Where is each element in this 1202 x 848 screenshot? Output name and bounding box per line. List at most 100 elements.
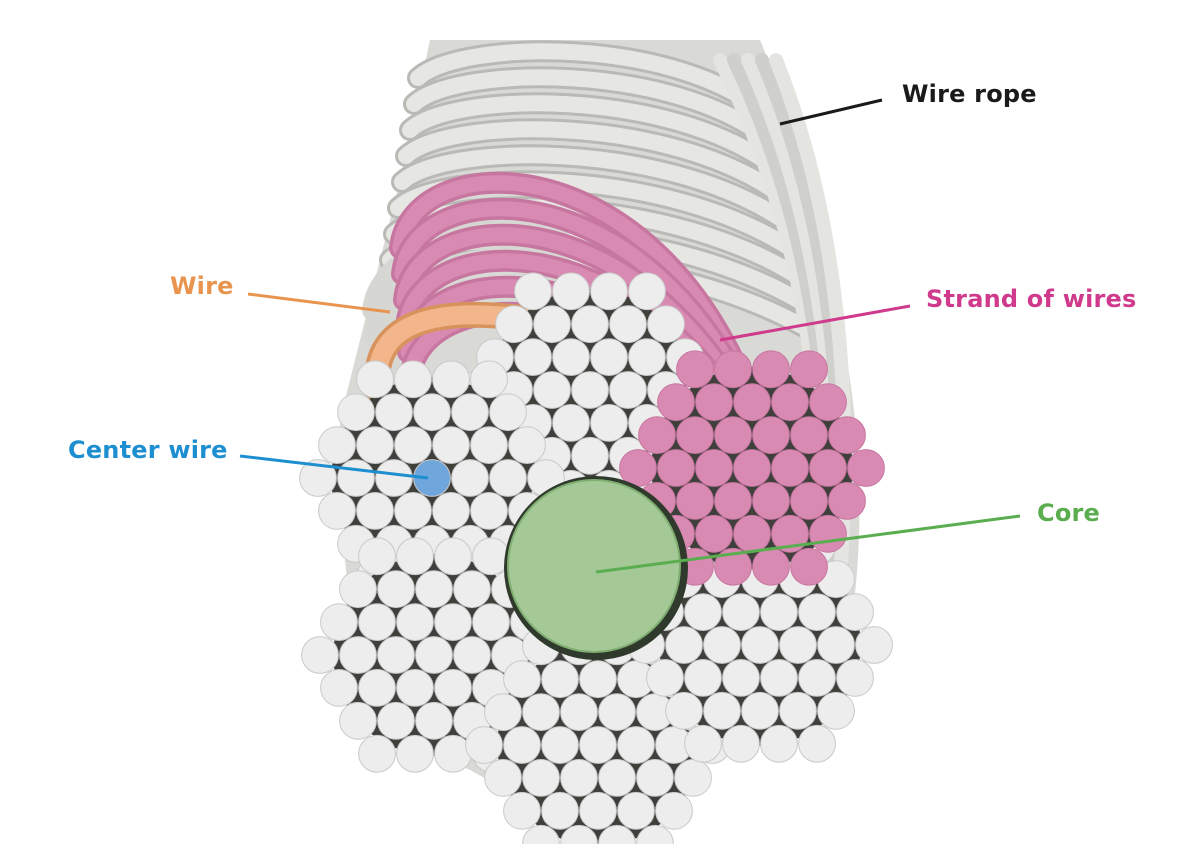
strand-wire-end: [798, 724, 836, 763]
strand-wire-end: [628, 338, 666, 376]
strand-wire-end: [541, 791, 579, 830]
strand-wire-end: [779, 691, 817, 730]
strand-wire-end: [571, 305, 609, 344]
strand-wire-end: [790, 482, 828, 520]
strand-wire-end: [733, 514, 771, 553]
strand-wire-end: [339, 636, 377, 674]
strand-wire-end: [828, 416, 866, 454]
strand-wire-end: [375, 459, 413, 497]
strand-wire-end: [752, 547, 790, 586]
strand-wire-end: [752, 482, 790, 520]
strand-wire-end: [657, 449, 695, 487]
strand-wire-end: [695, 383, 733, 422]
strand-wire-end: [665, 691, 703, 730]
strand-wire-end: [396, 537, 434, 576]
strand-wire-end: [533, 305, 571, 344]
strand-bottom: [465, 627, 731, 848]
strand-wire-end: [472, 537, 510, 576]
strand-wire-end: [676, 416, 714, 454]
strand-wire-end: [628, 272, 666, 311]
helix-wire: [398, 121, 790, 204]
strand-wire-end: [760, 659, 798, 697]
strand-wire-end: [413, 459, 451, 497]
strand-wire-end: [415, 636, 453, 674]
strand-wire-end: [470, 426, 508, 464]
strand-wire-end: [377, 636, 415, 674]
strand-wire-end: [396, 669, 434, 707]
strand-wire-end: [722, 659, 760, 697]
strand-pink: [619, 350, 885, 586]
strand-wire-end: [522, 759, 560, 797]
strand-wire-end: [339, 570, 377, 609]
strand-wire-end: [560, 693, 598, 731]
strand-wire-end: [647, 305, 685, 344]
strand-wire-end: [638, 416, 676, 454]
strand-wire-end: [714, 416, 752, 454]
strand-wire-end: [358, 603, 396, 641]
strand-wire-end: [674, 759, 712, 797]
strand-wire-end: [299, 459, 337, 497]
strand-wire-end: [552, 272, 590, 311]
strand-wire-end: [665, 626, 703, 664]
strand-wire-end: [646, 659, 684, 697]
strand-wire-end: [590, 338, 628, 376]
strand-wire-end: [617, 726, 655, 764]
strand-wire-end: [695, 449, 733, 487]
strand-wire-end: [301, 636, 339, 674]
strand-wire-end: [377, 701, 415, 740]
strand-wire-end: [489, 459, 527, 497]
strand-wire-end: [741, 626, 779, 664]
strand-wire-end: [598, 693, 636, 731]
strand-wire-end: [396, 734, 434, 773]
strand-wire-end: [484, 693, 522, 731]
strand-wire-end: [655, 791, 693, 830]
strand-wire-end: [320, 603, 358, 641]
strand-wire-end: [434, 669, 472, 707]
strand-wire-end: [790, 547, 828, 586]
leader-core: [595, 514, 1021, 574]
strand-wire-end: [571, 436, 609, 475]
strand-wire-end: [356, 426, 394, 464]
label-center-wire: Center wire: [68, 436, 228, 464]
strand-wire-end: [489, 393, 527, 432]
strand-wire-end: [552, 338, 590, 376]
strand-wire-end: [470, 360, 508, 399]
strand-wire-end: [503, 726, 541, 764]
strand-wire-end: [752, 350, 790, 389]
strand-wire-end: [514, 272, 552, 311]
strand-wire-end: [733, 449, 771, 487]
strand-wire: [394, 201, 766, 432]
strand-wire-end: [503, 791, 541, 830]
strand-wire-end: [320, 669, 358, 707]
strand-wire-end: [339, 701, 377, 740]
strand-wire-end: [771, 383, 809, 422]
strand-wire-end: [695, 514, 733, 553]
strand-wire-end: [609, 305, 647, 344]
strand-wire-end: [636, 759, 674, 797]
strand-wire: [392, 175, 758, 406]
strand-wire-end: [337, 459, 375, 497]
strand-wire-end: [684, 593, 722, 631]
strand-wire-end: [394, 492, 432, 530]
strand-cross-sections: [299, 272, 893, 848]
strand-wire-end: [579, 660, 617, 699]
strand-wire-end: [472, 603, 510, 641]
strand-wire-end: [779, 626, 817, 664]
strand-wire-end: [356, 360, 394, 399]
strand-wire-end: [377, 570, 415, 609]
strand-wire-end: [453, 570, 491, 609]
strand-wire-end: [375, 393, 413, 432]
strand-wire-end: [684, 659, 722, 697]
strand-wire-end: [714, 547, 752, 586]
strand-wire-end: [722, 724, 760, 763]
strand-wire-end: [451, 393, 489, 432]
strand-wire-end: [522, 693, 560, 731]
leader-lines: [239, 98, 1021, 574]
strand-wire-end: [337, 393, 375, 432]
leader-wire-rope: [779, 98, 883, 126]
strand-wire-end: [495, 305, 533, 344]
strand-wire-end: [703, 691, 741, 730]
strand-wire-end: [714, 482, 752, 520]
strand-wire-end: [590, 272, 628, 311]
strand-wire-end: [552, 404, 590, 442]
